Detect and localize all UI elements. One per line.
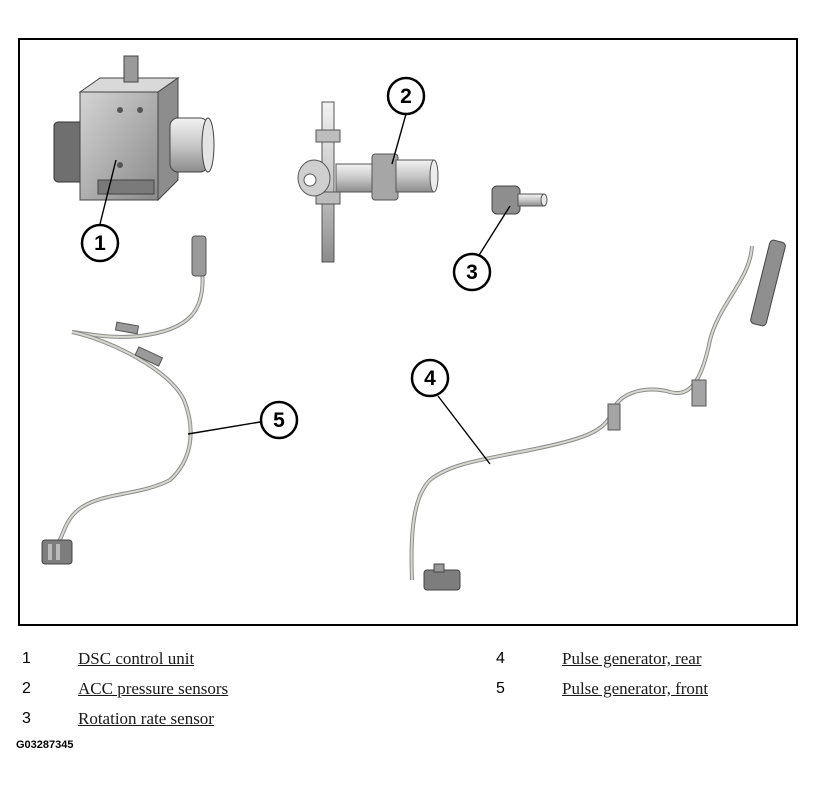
legend-link-pulse-generator-rear[interactable]: Pulse generator, rear [562, 649, 702, 668]
callout-4-label: 4 [424, 367, 436, 390]
callout-3-label: 3 [466, 261, 478, 284]
legend-link-pulse-generator-front[interactable]: Pulse generator, front [562, 679, 709, 698]
parts-diagram: 1 2 3 4 5 [41, 55, 786, 591]
legend-link-dsc-control-unit[interactable]: DSC control unit [78, 649, 195, 668]
leader-line-3 [475, 205, 511, 261]
leader-line-2 [391, 113, 407, 165]
callout-1: 1 [80, 223, 120, 263]
legend-link-rotation-rate-sensor[interactable]: Rotation rate sensor [78, 709, 214, 728]
callout-5: 5 [259, 400, 299, 440]
dsc-control-unit-illustration [53, 55, 215, 202]
callout-2-label: 2 [400, 85, 412, 108]
acc-pressure-sensor-illustration [297, 101, 439, 263]
figure-id: G03287345 [16, 739, 74, 751]
rotation-rate-sensor-illustration [491, 185, 548, 215]
diagram-frame: 1 2 3 4 5 [18, 38, 798, 626]
legend-num-2: 2 [22, 680, 31, 697]
legend-num-3: 3 [22, 710, 31, 727]
legend-num-1: 1 [22, 650, 31, 667]
callout-5-label: 5 [273, 409, 285, 432]
legend-link-acc-pressure-sensors[interactable]: ACC pressure sensors [78, 679, 229, 698]
callout-3: 3 [452, 252, 492, 292]
callout-1-label: 1 [94, 232, 106, 255]
leader-line-5 [187, 421, 261, 435]
callout-2: 2 [386, 76, 426, 116]
legend-num-4: 4 [496, 650, 505, 667]
leader-line-1 [99, 159, 117, 225]
leader-line-4 [437, 395, 491, 465]
pulse-generator-rear-illustration [409, 239, 786, 591]
legend-num-5: 5 [496, 680, 505, 697]
pulse-generator-front-illustration [41, 235, 207, 565]
callout-4: 4 [410, 358, 450, 398]
